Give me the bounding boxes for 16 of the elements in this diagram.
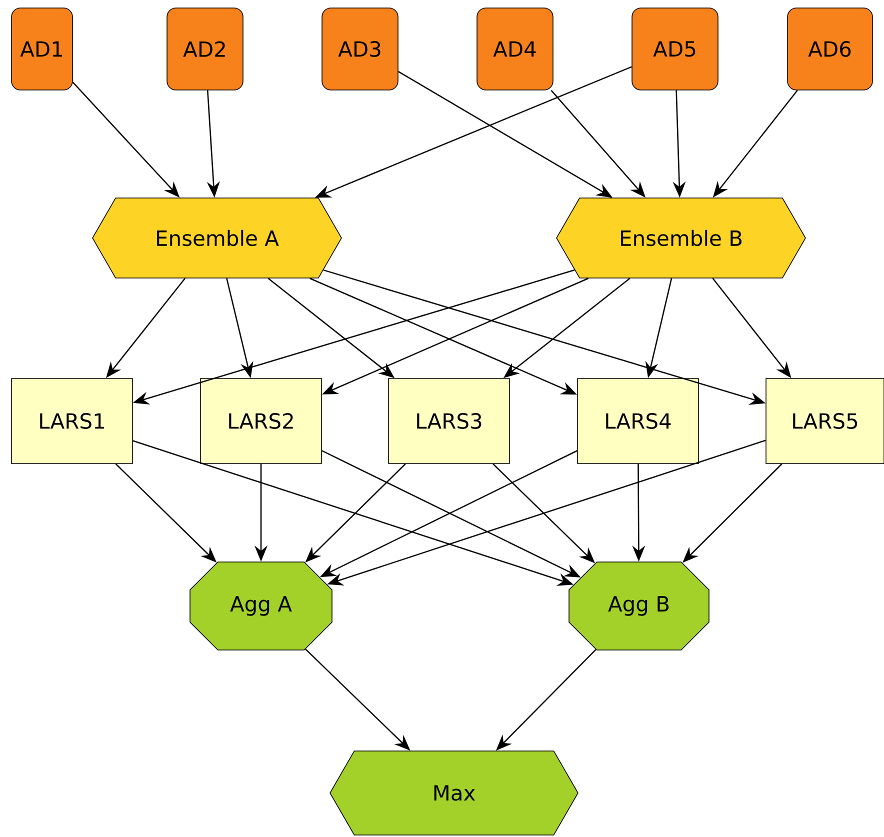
- model-box: LARS5: [766, 378, 884, 464]
- source-box: AD2: [166, 8, 244, 90]
- source-box: AD1: [11, 8, 73, 90]
- max-hexagon: Max: [330, 750, 578, 836]
- source-box: AD6: [787, 8, 873, 90]
- source-box: AD5: [632, 8, 718, 90]
- source-box: AD4: [476, 8, 554, 90]
- aggregator-octagon: Agg A: [190, 562, 332, 650]
- model-box: LARS2: [200, 378, 322, 464]
- model-box: LARS1: [11, 378, 133, 464]
- aggregator-octagon: Agg B: [568, 562, 710, 650]
- source-box: AD3: [322, 8, 398, 90]
- ensemble-hexagon: Ensemble A: [92, 198, 342, 278]
- model-box: LARS3: [388, 378, 510, 464]
- ensemble-hexagon: Ensemble B: [556, 198, 806, 278]
- model-box: LARS4: [577, 378, 699, 464]
